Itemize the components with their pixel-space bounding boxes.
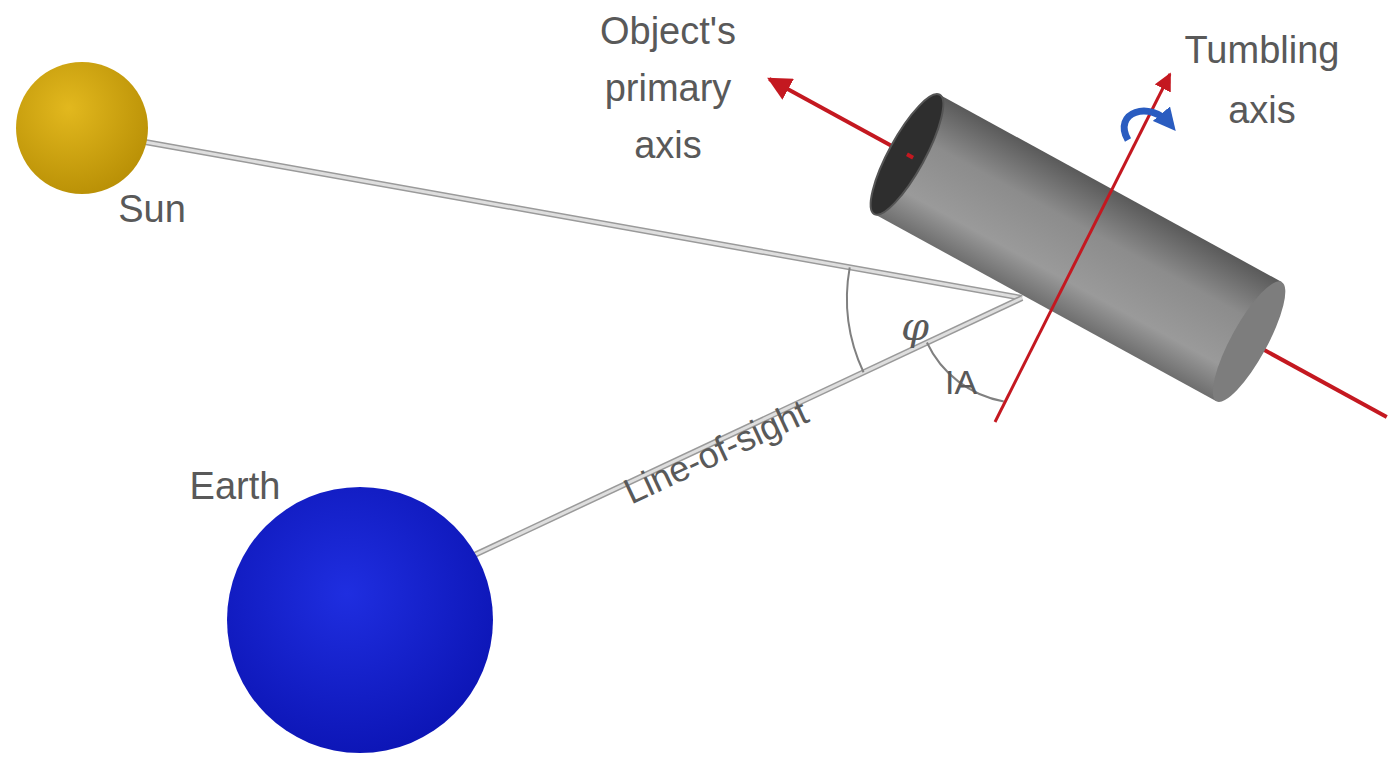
primary-axis	[769, 79, 907, 154]
cylinder-object	[737, 19, 1392, 476]
primary-axis	[1264, 350, 1387, 417]
cylinder-body	[874, 95, 1281, 402]
cylinder-opening	[859, 86, 956, 223]
line-label: Line-of-sight	[617, 390, 815, 514]
tumbling-axis	[995, 74, 1170, 422]
line-of-sight-highlight	[468, 298, 1022, 558]
axis-label: Tumbling axis	[1147, 20, 1377, 140]
phase-angle-arc	[847, 267, 864, 372]
angle-label: IA	[945, 362, 977, 402]
body-label: Earth	[190, 465, 281, 509]
celestial-body	[16, 62, 148, 194]
sun-body: Sun	[16, 62, 148, 194]
earth-body: Earth	[227, 487, 493, 753]
body-outline	[227, 487, 493, 753]
rotation-arrow	[1124, 111, 1170, 140]
celestial-body	[227, 487, 493, 753]
cylinder-end	[1201, 273, 1298, 410]
ia-angle-arc	[927, 343, 1004, 402]
body-label: Sun	[118, 188, 186, 232]
primary-axis	[907, 154, 913, 157]
angle-symbol: φ	[901, 303, 929, 349]
axis-label: Object's primary axis	[568, 3, 768, 174]
line-of-sight	[468, 298, 1022, 558]
body-outline	[16, 62, 148, 194]
